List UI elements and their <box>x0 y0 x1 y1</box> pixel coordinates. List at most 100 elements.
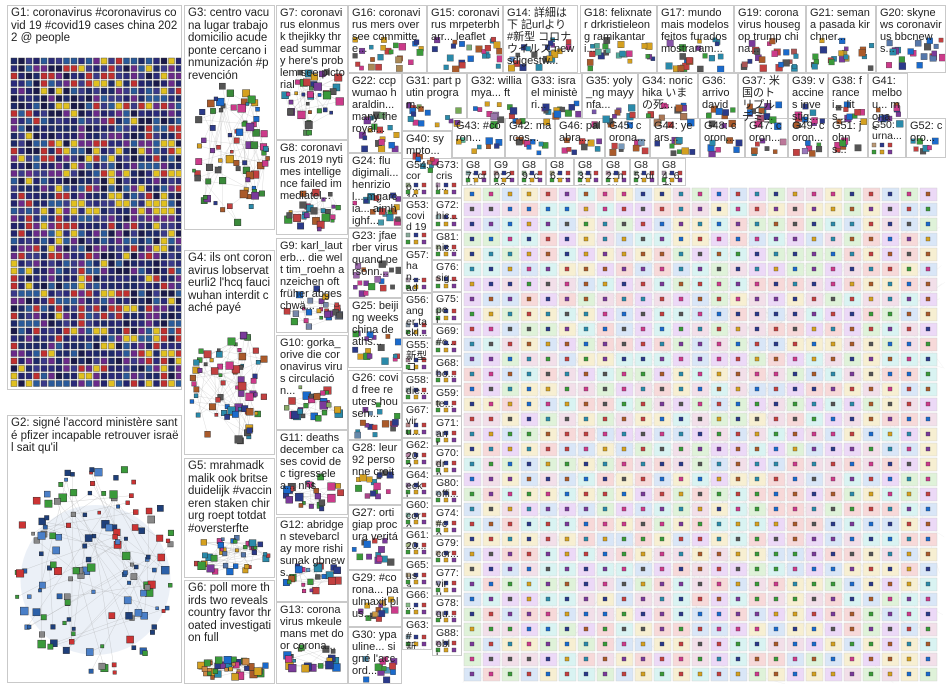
node-vertex <box>793 477 797 481</box>
node-vertex <box>907 282 911 286</box>
node-vertex <box>370 57 374 61</box>
node-vertex <box>527 297 531 301</box>
node-vertex <box>56 208 62 214</box>
node-vertex <box>204 660 210 666</box>
node-vertex <box>584 477 588 481</box>
node-vertex <box>94 313 100 319</box>
node-vertex <box>717 477 721 481</box>
node-vertex <box>176 193 182 199</box>
node-vertex <box>755 612 759 616</box>
node-vertex <box>603 357 607 361</box>
node-vertex <box>869 267 873 271</box>
node-vertex <box>584 492 588 496</box>
node-vertex <box>812 267 816 271</box>
node-vertex <box>774 192 778 196</box>
node-vertex <box>489 282 493 286</box>
node-vertex <box>546 402 550 406</box>
node-vertex <box>793 297 797 301</box>
node-vertex <box>148 516 155 523</box>
node-vertex <box>527 207 531 211</box>
node-vertex <box>869 462 873 466</box>
node-vertex <box>565 222 569 226</box>
node-vertex <box>603 642 607 646</box>
node-vertex <box>926 672 930 676</box>
node-vertex <box>486 54 490 58</box>
node-vertex <box>565 447 569 451</box>
node-vertex <box>546 252 550 256</box>
group-panel-g75: G75: pet... <box>432 292 462 324</box>
node-vertex <box>101 171 107 177</box>
node-vertex <box>489 387 493 391</box>
node-vertex <box>219 374 222 377</box>
node-vertex <box>907 207 911 211</box>
node-vertex <box>124 178 130 184</box>
node-vertex <box>869 537 873 541</box>
edge <box>245 123 246 163</box>
node-vertex <box>470 357 474 361</box>
node-vertex <box>94 231 100 237</box>
node-vertex <box>56 163 62 169</box>
node-vertex <box>489 477 493 481</box>
node-vertex <box>11 373 17 379</box>
node-vertex <box>221 381 225 385</box>
node-vertex <box>66 523 71 528</box>
node-vertex <box>395 57 401 63</box>
node-vertex <box>333 664 341 672</box>
node-vertex <box>79 298 85 304</box>
group-label: G1: coronavirus #coronavirus covid 19 #c… <box>11 7 179 45</box>
node-vertex <box>736 402 740 406</box>
group-panel-g54: G54: coro... 19 <box>402 158 432 198</box>
node-vertex <box>41 291 47 297</box>
node-vertex <box>831 357 835 361</box>
node-vertex <box>508 462 512 466</box>
node-vertex <box>584 597 588 601</box>
node-vertex <box>79 291 85 297</box>
node-vertex <box>26 163 32 169</box>
node-vertex <box>755 372 759 376</box>
group-label: G34: norichika いまの死... <box>642 75 695 111</box>
node-vertex <box>146 58 152 64</box>
node-vertex <box>377 557 382 562</box>
node-vertex <box>116 223 122 229</box>
node-vertex <box>26 96 32 102</box>
node-vertex <box>888 237 892 241</box>
node-vertex <box>161 141 167 147</box>
node-vertex <box>452 222 456 226</box>
node-vertex <box>146 178 152 184</box>
node-vertex <box>917 62 923 68</box>
group-label: G68: bo... <box>436 358 459 380</box>
node-vertex <box>774 312 778 316</box>
node-vertex <box>546 492 550 496</box>
node-vertex <box>85 535 92 542</box>
node-vertex <box>113 671 117 675</box>
node-vertex <box>289 397 296 404</box>
node-vertex <box>124 216 130 222</box>
node-vertex <box>19 276 25 282</box>
node-vertex <box>926 222 930 226</box>
group-label: G43: #coron... <box>456 120 502 144</box>
node-vertex <box>382 358 389 365</box>
node-vertex <box>169 88 175 94</box>
node-vertex <box>414 233 418 237</box>
node-vertex <box>86 73 92 79</box>
node-vertex <box>109 118 115 124</box>
node-vertex <box>565 192 569 196</box>
node-vertex <box>907 357 911 361</box>
node-vertex <box>792 64 796 68</box>
node-vertex <box>603 552 607 556</box>
node-vertex <box>389 142 395 148</box>
node-vertex <box>56 193 62 199</box>
node-vertex <box>373 432 378 437</box>
node-vertex <box>59 482 63 486</box>
group-nodes <box>8 6 182 390</box>
node-vertex <box>139 528 145 534</box>
node-vertex <box>814 59 819 64</box>
node-vertex <box>736 297 740 301</box>
group-panel-g56: G56: anger tackl... <box>402 293 432 338</box>
node-vertex <box>86 103 92 109</box>
group-panel-g7: G7: coronavirus elonmusk thejikky thread… <box>276 5 348 140</box>
node-vertex <box>252 550 257 555</box>
node-vertex <box>68 577 72 581</box>
node-vertex <box>71 178 77 184</box>
node-vertex <box>588 66 593 71</box>
